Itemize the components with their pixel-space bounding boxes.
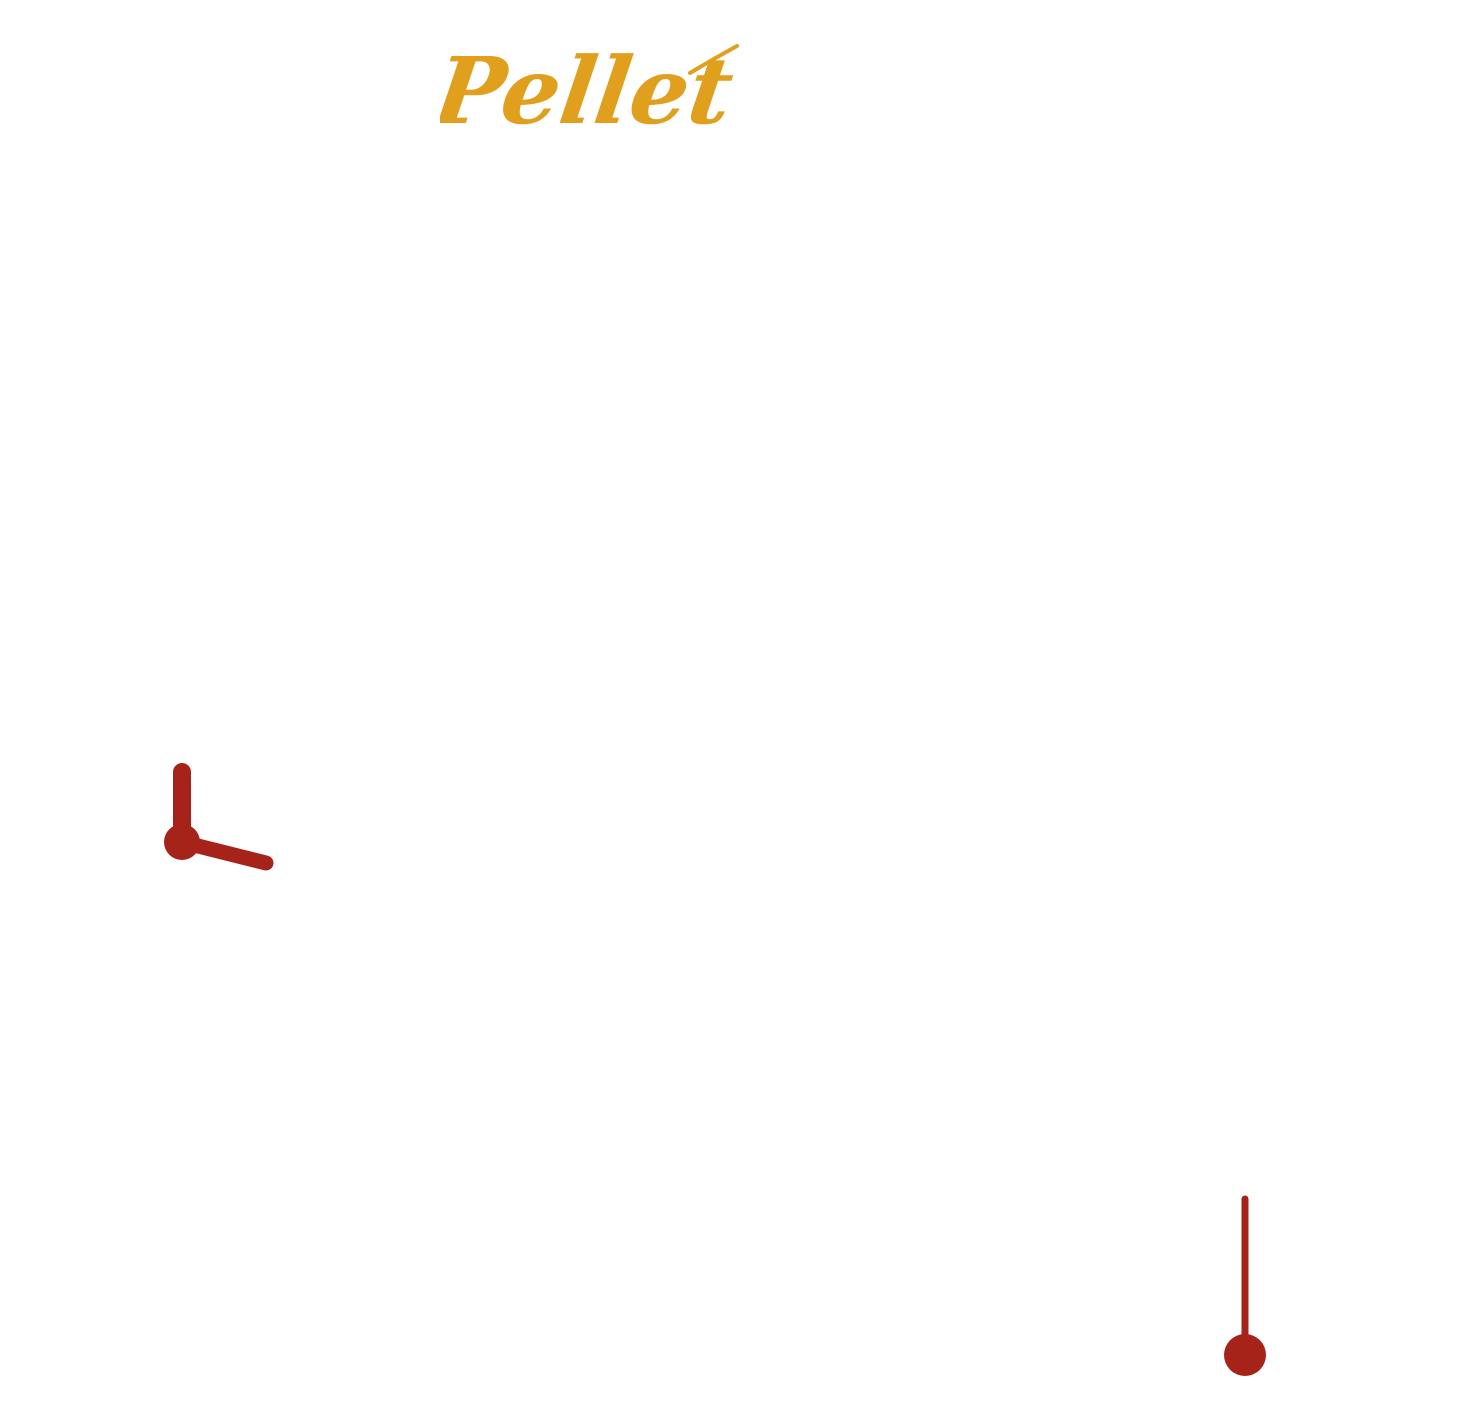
logo-swash xyxy=(688,44,739,75)
logo-text: Pellet xyxy=(440,36,740,144)
meter-needle-icon xyxy=(1224,1195,1266,1376)
needle-knob xyxy=(1224,1334,1266,1376)
brand-logo: Pellet xyxy=(440,36,740,144)
clock-center-pin xyxy=(164,824,200,860)
clock-hands-icon xyxy=(164,763,274,871)
